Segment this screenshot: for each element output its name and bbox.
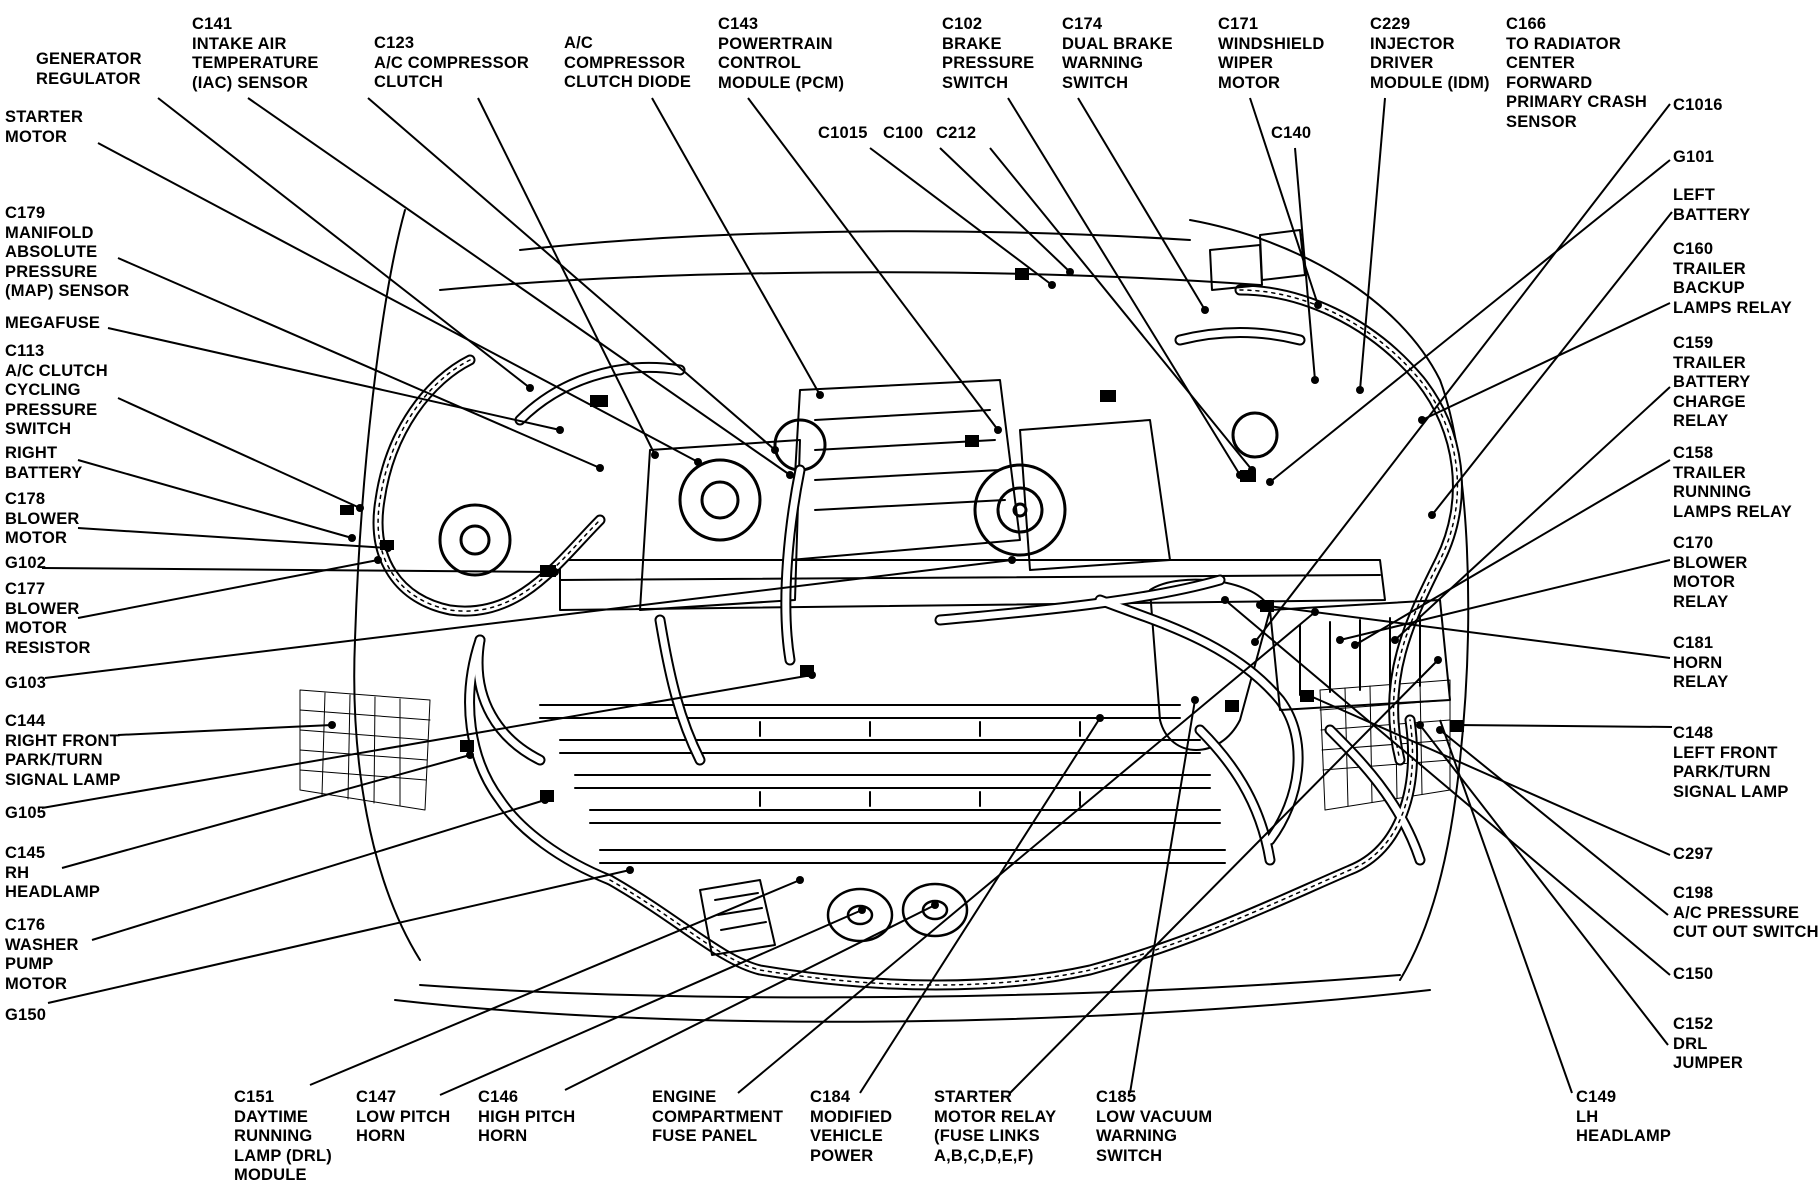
label-c123: C123 A/C COMPRESSOR CLUTCH	[374, 34, 529, 91]
label-c176: C176 WASHER PUMP MOTOR	[5, 916, 79, 993]
label-starter-motor: STARTER MOTOR	[5, 108, 84, 146]
label-c143: C143 POWERTRAIN CONTROL MODULE (PCM)	[718, 15, 845, 92]
label-g150: G150	[5, 1006, 47, 1024]
label-c185: C185 LOW VACUUM WARNING SWITCH	[1096, 1088, 1213, 1165]
leader-lines	[41, 97, 1673, 1096]
label-c147: C147 LOW PITCH HORN	[356, 1088, 451, 1145]
label-c102: C102 BRAKE PRESSURE SWITCH	[942, 15, 1035, 92]
label-c198: C198 A/C PRESSURE CUT OUT SWITCH	[1673, 884, 1819, 941]
hood-outline	[353, 209, 1470, 1023]
wiring-harness-inner	[374, 286, 1461, 989]
rh-headlamp-grid	[299, 689, 431, 811]
label-starter-relay: STARTER MOTOR RELAY (FUSE LINKS A,B,C,D,…	[934, 1088, 1057, 1165]
label-c297: C297	[1673, 845, 1714, 863]
label-c159: C159 TRAILER BATTERY CHARGE RELAY	[1673, 334, 1751, 430]
label-c141: C141 INTAKE AIR TEMPERATURE (IAC) SENSOR	[192, 15, 319, 92]
label-c146: C146 HIGH PITCH HORN	[478, 1088, 576, 1145]
label-c177: C177 BLOWER MOTOR RESISTOR	[5, 580, 91, 657]
label-c166: C166 TO RADIATOR CENTER FORWARD PRIMARY …	[1506, 15, 1648, 131]
label-ac-diode: A/C COMPRESSOR CLUTCH DIODE	[564, 34, 692, 91]
label-engine-fuse-panel: ENGINE COMPARTMENT FUSE PANEL	[652, 1088, 784, 1145]
label-c1015: C1015	[818, 124, 868, 142]
fuse-panel-shape	[1269, 599, 1451, 711]
label-c174: C174 DUAL BRAKE WARNING SWITCH	[1062, 15, 1173, 92]
label-g103: G103	[5, 674, 47, 692]
engine-block	[559, 379, 1386, 611]
label-c170: C170 BLOWER MOTOR RELAY	[1673, 534, 1748, 611]
label-c100: C100	[883, 124, 924, 142]
horns	[826, 882, 969, 943]
label-c144: C144 RIGHT FRONT PARK/TURN SIGNAL LAMP	[5, 712, 121, 789]
wiper-motor-shape	[1209, 229, 1306, 291]
label-c184: C184 MODIFIED VEHICLE POWER	[810, 1088, 893, 1165]
label-c181: C181 HORN RELAY	[1673, 634, 1729, 691]
label-c148: C148 LEFT FRONT PARK/TURN SIGNAL LAMP	[1673, 724, 1789, 801]
pulleys	[438, 411, 1279, 577]
harness-dashes	[377, 289, 1459, 986]
label-c179: C179 MANIFOLD ABSOLUTE PRESSURE (MAP) SE…	[5, 204, 130, 300]
label-c145: C145 RH HEADLAMP	[5, 844, 101, 901]
label-c113: C113 A/C CLUTCH CYCLING PRESSURE SWITCH	[5, 342, 108, 438]
grille	[539, 704, 1226, 864]
label-g101: G101	[1673, 148, 1715, 166]
label-g105: G105	[5, 804, 47, 822]
label-c152: C152 DRL JUMPER	[1673, 1015, 1743, 1072]
label-g102: G102	[5, 554, 47, 572]
label-c151: C151 DAYTIME RUNNING LAMP (DRL) MODULE	[234, 1088, 332, 1184]
label-c158: C158 TRAILER RUNNING LAMPS RELAY	[1673, 444, 1792, 521]
label-c178: C178 BLOWER MOTOR	[5, 490, 80, 547]
label-c1016: C1016	[1673, 96, 1723, 114]
label-c212: C212	[936, 124, 977, 142]
label-megafuse: MEGAFUSE	[5, 314, 101, 332]
label-right-battery: RIGHT BATTERY	[5, 444, 83, 482]
leader-arrowheads	[328, 268, 1459, 914]
drl-module	[699, 879, 776, 956]
reservoir	[1149, 578, 1271, 751]
label-c160: C160 TRAILER BACKUP LAMPS RELAY	[1673, 240, 1792, 317]
label-c229: C229 INJECTOR DRIVER MODULE (IDM)	[1370, 15, 1490, 92]
wiring-harness	[372, 284, 1463, 991]
label-generator-regulator: GENERATOR REGULATOR	[36, 50, 142, 88]
label-c149: C149 LH HEADLAMP	[1576, 1088, 1672, 1145]
label-left-battery: LEFT BATTERY	[1673, 186, 1751, 224]
label-c140: C140	[1271, 124, 1312, 142]
label-c171: C171 WINDSHIELD WIPER MOTOR	[1218, 15, 1325, 92]
label-c150: C150	[1673, 965, 1714, 983]
